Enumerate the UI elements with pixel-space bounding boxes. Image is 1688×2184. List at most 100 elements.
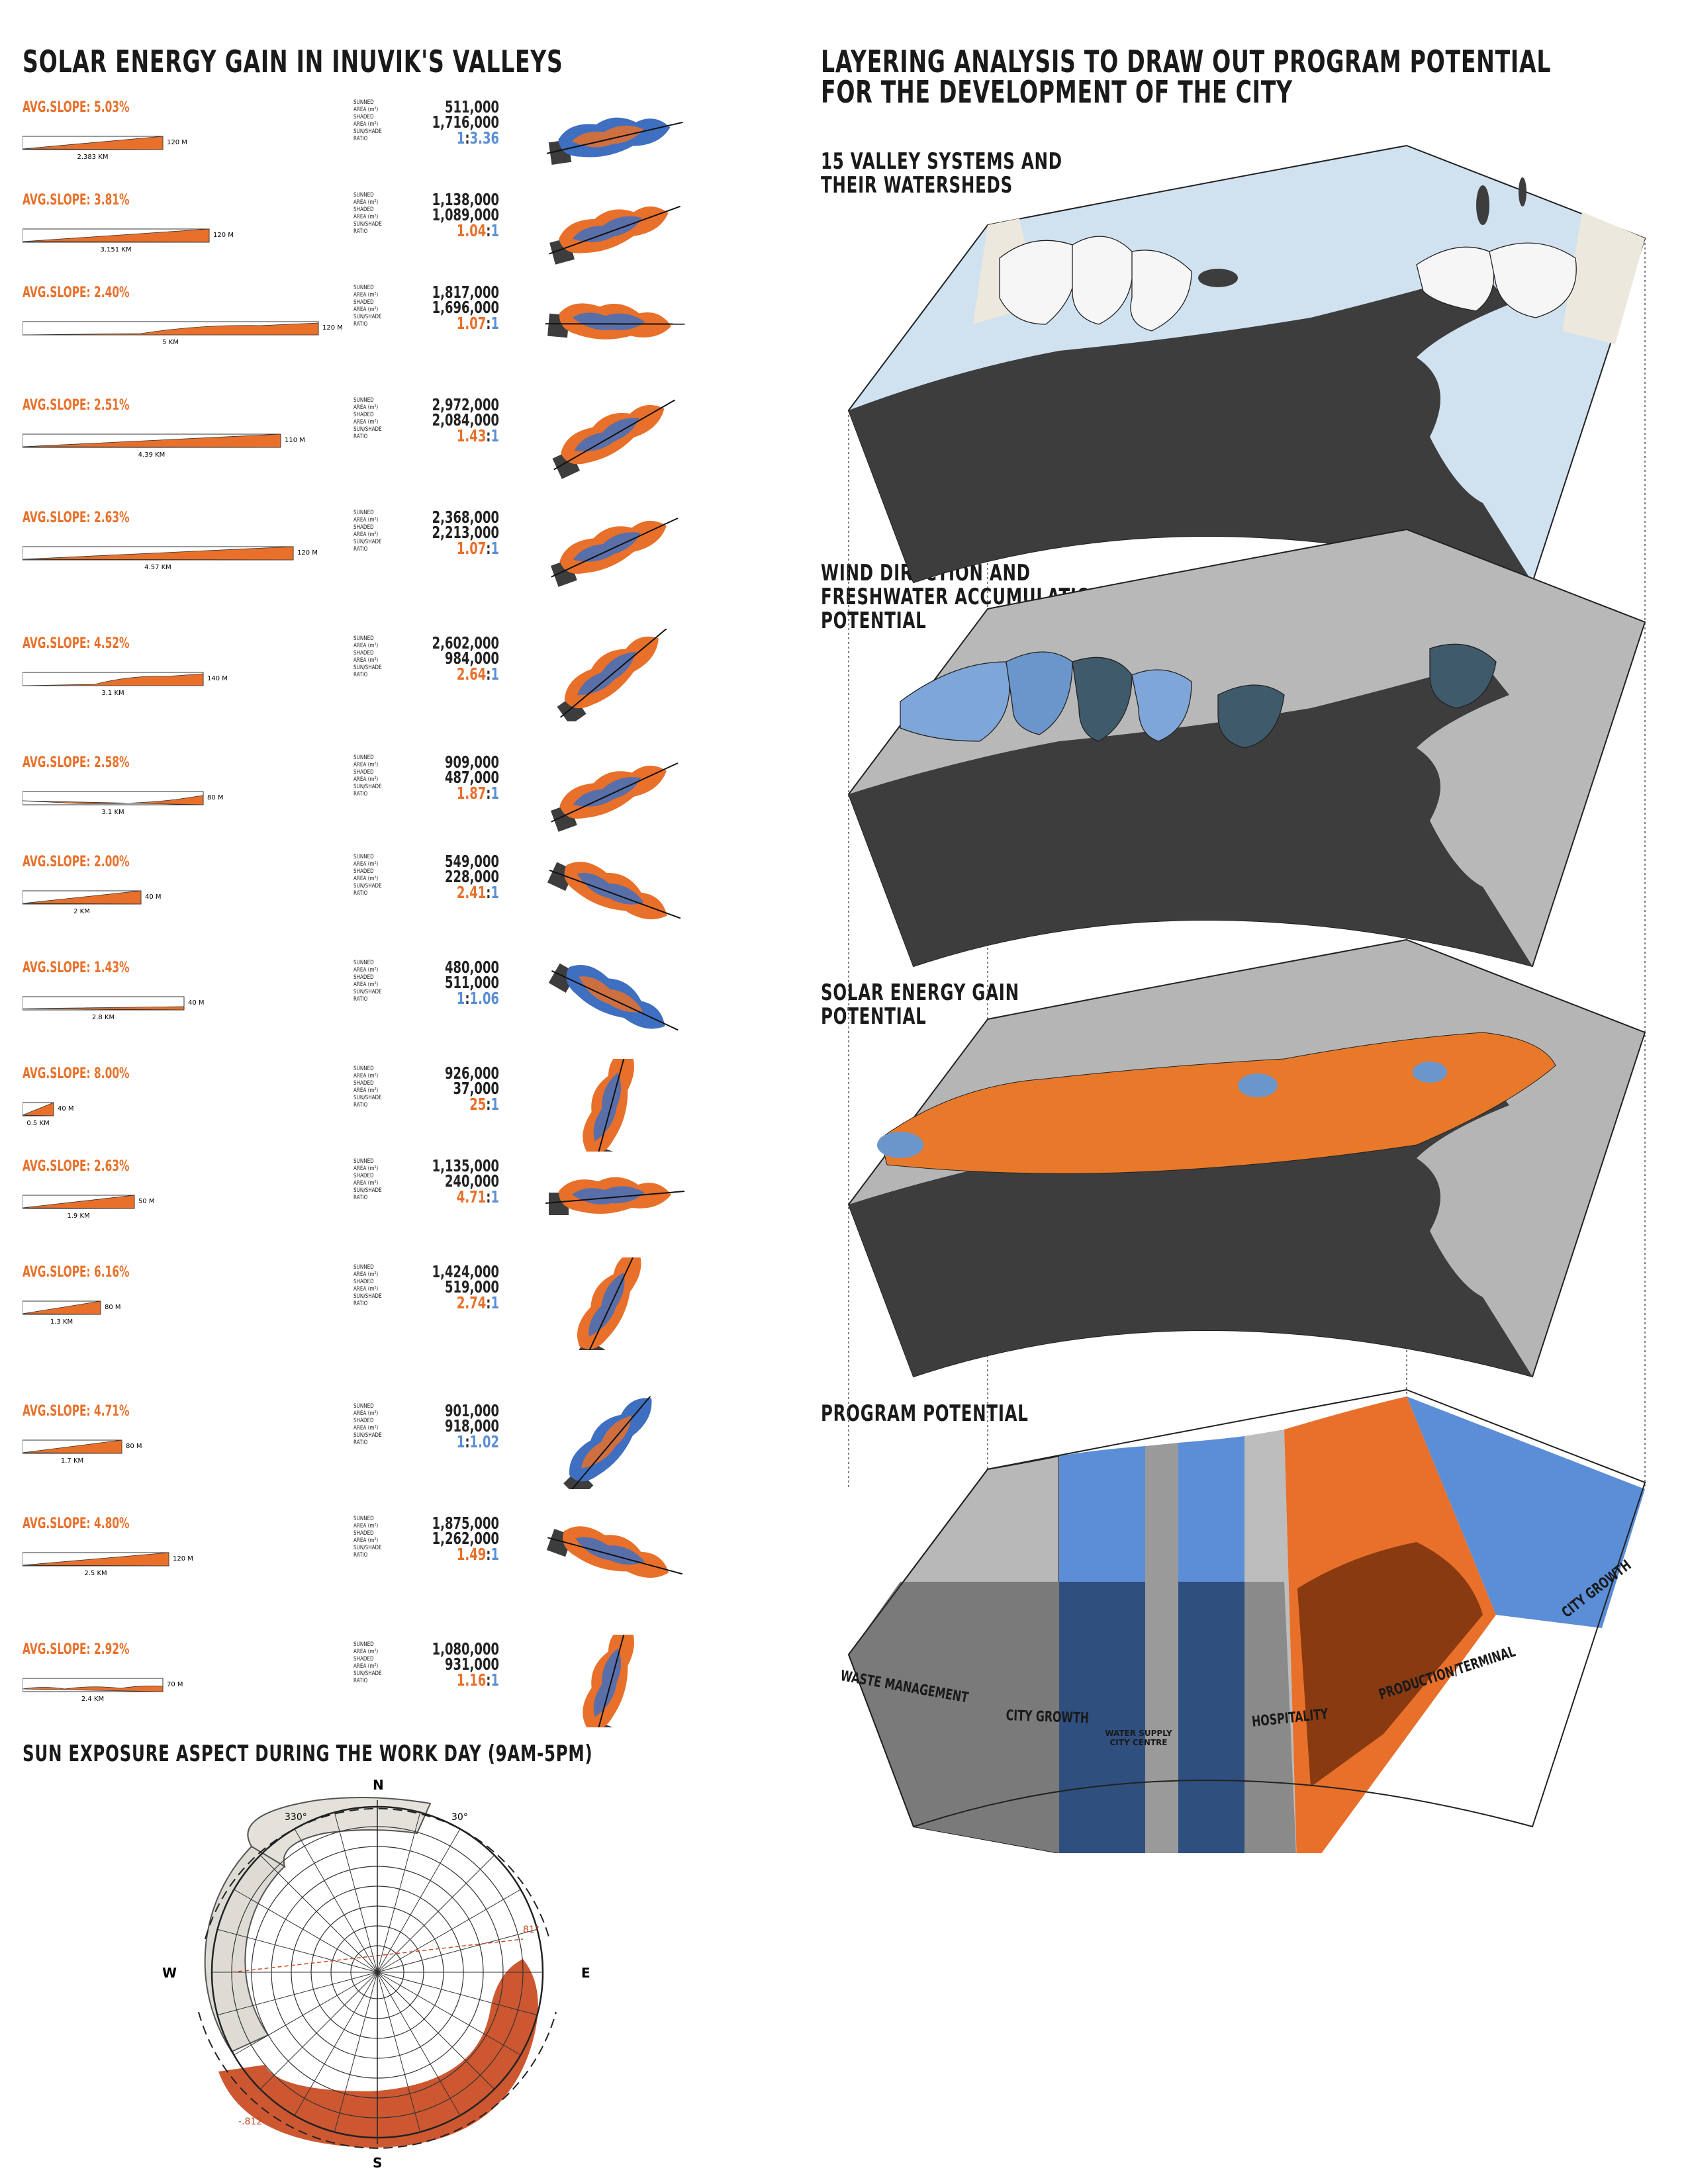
area-label-sunned-area: AREA (m²) <box>353 762 379 768</box>
profile-fill <box>23 795 204 805</box>
area-label-sunned: SUNNED <box>353 754 374 761</box>
profile-height-label: 120 M <box>167 139 187 146</box>
valley-elevation-profile: 80 M 3.1 KM <box>23 791 224 816</box>
profile-fill <box>23 1439 122 1454</box>
area-label-ratio1: SUN/SHADE <box>353 784 382 790</box>
ratio-sun: 2.41 <box>456 883 487 902</box>
sunned-area-value: 901,000 <box>445 1401 499 1420</box>
valley-elevation-profile: 120 M4.57 KM <box>23 546 318 571</box>
shaded-area-value: 1,696,000 <box>432 298 499 317</box>
area-label-sunned: SUNNED <box>353 1403 374 1410</box>
shaded-area-value: 511,000 <box>445 973 499 992</box>
area-label-shaded: SHADED <box>353 1279 374 1285</box>
sun-shade-ratio: 1:1.06 <box>428 990 499 1007</box>
profile-length-label: 1.9 KM <box>67 1212 89 1220</box>
area-label-ratio1: SUN/SHADE <box>353 989 382 995</box>
ratio-sun: 2.64 <box>456 664 487 684</box>
area-label-shaded: SHADED <box>353 114 374 120</box>
ratio-separator: : <box>486 1293 491 1312</box>
sunned-area-value: 926,000 <box>445 1064 499 1083</box>
sun-exposure-region <box>218 1959 538 2148</box>
layer1-title-a: 15 VALLEY SYSTEMS AND <box>821 148 1062 175</box>
ratio-shade: 1 <box>491 314 499 333</box>
angle-81: 81° <box>523 1925 539 1935</box>
ratio-shade: 1 <box>491 1095 499 1114</box>
valley-elevation-profile: 40 M2 KM <box>23 890 162 915</box>
shaded-area-value: 2,213,000 <box>432 523 499 542</box>
ratio-shade: 1.02 <box>469 1432 499 1451</box>
area-label-ratio2: RATIO <box>353 321 368 328</box>
ratio-sun: 1 <box>456 1432 465 1451</box>
area-label-sunned-area: AREA (m²) <box>353 1523 379 1529</box>
valley-avg-slope: AVG.SLOPE: 2.51% <box>23 397 130 414</box>
profile-length-label: 2.383 KM <box>77 154 109 161</box>
area-label-ratio1: SUN/SHADE <box>353 539 382 545</box>
shaded-area-value: 240,000 <box>445 1171 499 1191</box>
sunned-area-value: 480,000 <box>445 958 499 977</box>
profile-fill <box>23 1006 185 1011</box>
area-label-ratio2: RATIO <box>353 1678 368 1684</box>
ratio-shade: 1.06 <box>469 989 499 1008</box>
area-label-sunned: SUNNED <box>353 1158 374 1165</box>
area-label-shaded-area: AREA (m²) <box>353 214 379 220</box>
ratio-separator: : <box>486 883 491 902</box>
profile-length-label: 3.1 KM <box>101 809 124 816</box>
area-label-ratio2: RATIO <box>353 136 368 142</box>
area-label-shaded-area: AREA (m²) <box>353 1425 379 1432</box>
valley-solar-thumbnail <box>575 1257 643 1350</box>
sunned-area-value: 511,000 <box>445 97 499 116</box>
valley-avg-slope: AVG.SLOPE: 6.16% <box>23 1264 130 1281</box>
zone-city-growth: CITY GROWTH <box>1006 1707 1090 1727</box>
valley-elevation-profile: 80 M1.7 KM <box>23 1439 142 1465</box>
area-label-shaded-area: AREA (m²) <box>353 1286 379 1293</box>
area-label-shaded: SHADED <box>353 206 374 213</box>
shaded-area-value: 487,000 <box>445 768 499 787</box>
area-label-ratio2: RATIO <box>353 890 368 897</box>
area-label-sunned-area: AREA (m²) <box>353 643 379 649</box>
shaded-area-value: 2,084,000 <box>432 410 499 430</box>
valley-solar-thumbnail <box>583 1059 634 1152</box>
area-label-sunned-area: AREA (m²) <box>353 107 379 113</box>
area-label-sunned-area: AREA (m²) <box>353 292 379 298</box>
sun-shade-ratio: 25:1 <box>428 1096 499 1113</box>
area-label-shaded: SHADED <box>353 650 374 657</box>
angle-330: 330° <box>285 1812 307 1823</box>
area-label-shaded-area: AREA (m²) <box>353 419 379 426</box>
sun-path-diagram: N S W E 330° 30° 81° -.812 <box>162 1777 590 2171</box>
area-label-shaded: SHADED <box>353 299 374 306</box>
valley-avg-slope: AVG.SLOPE: 4.80% <box>23 1516 130 1532</box>
ratio-sun: 4.71 <box>456 1187 487 1206</box>
area-label-shaded-area: AREA (m²) <box>353 876 379 882</box>
area-label-sunned: SUNNED <box>353 397 374 404</box>
area-label-ratio1: SUN/SHADE <box>353 1432 382 1439</box>
profile-height-label: 120 M <box>173 1555 193 1563</box>
valley-elevation-profile: 120 M3.151 KM <box>23 228 234 253</box>
area-label-ratio2: RATIO <box>353 228 368 235</box>
shaded-area-value: 1,716,000 <box>432 113 499 132</box>
compass-e: E <box>581 1965 590 1981</box>
area-label-sunned: SUNNED <box>353 285 374 291</box>
area-label-ratio2: RATIO <box>353 433 368 440</box>
profile-height-label: 80 M <box>207 794 224 801</box>
compass-n: N <box>373 1777 384 1793</box>
profile-fill <box>23 1552 169 1567</box>
ratio-separator: : <box>486 1545 491 1564</box>
area-label-shaded: SHADED <box>353 769 374 776</box>
valley-solar-thumbnail <box>552 399 675 479</box>
ratio-shade: 1 <box>491 539 499 558</box>
